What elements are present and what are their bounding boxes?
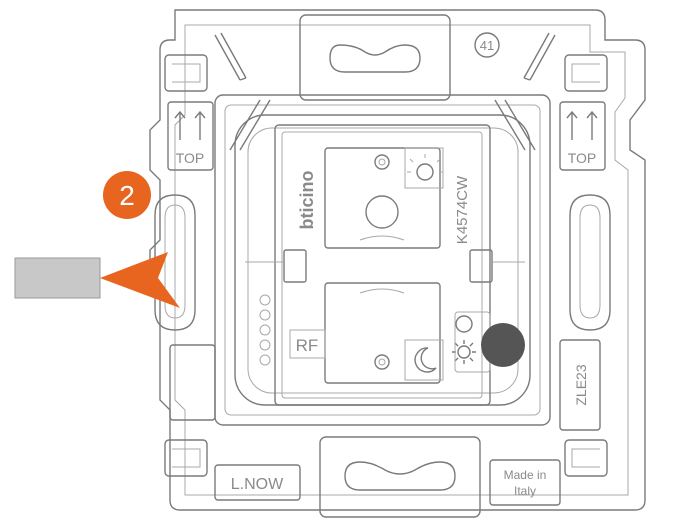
bottom-screw-slot bbox=[319, 436, 481, 518]
config-button-knob[interactable] bbox=[481, 323, 525, 367]
moon-icon bbox=[404, 339, 444, 381]
bottom-left-label-group: L.NOW bbox=[214, 464, 301, 501]
side-slots bbox=[154, 194, 611, 331]
led-indicator-icon bbox=[455, 315, 473, 333]
model-label: K4574CW bbox=[454, 175, 471, 244]
made-in-line1: Made in bbox=[504, 468, 547, 482]
gear-icon bbox=[452, 340, 476, 364]
top-screw-slot: 41 bbox=[299, 14, 500, 101]
upper-button bbox=[324, 147, 441, 249]
side-code-label: ZLE23 bbox=[573, 364, 589, 405]
side-code-group: ZLE23 bbox=[559, 339, 601, 431]
top-label-right-group: TOP bbox=[559, 101, 606, 171]
top-label-right: TOP bbox=[568, 150, 597, 166]
rf-label: RF bbox=[296, 336, 319, 355]
rf-group: RF bbox=[289, 329, 326, 359]
step-number: 2 bbox=[119, 180, 135, 211]
brand-label: bticino bbox=[297, 171, 317, 230]
sun-icon bbox=[404, 147, 444, 189]
mechanism-body bbox=[214, 94, 551, 426]
top-label-left-group: TOP bbox=[167, 101, 214, 171]
circle-number: 41 bbox=[480, 38, 494, 53]
left-lower-block bbox=[169, 344, 216, 421]
top-label-left: TOP bbox=[176, 150, 205, 166]
step-badge-circle bbox=[103, 171, 151, 219]
made-in-italy-group: Made in Italy bbox=[489, 459, 561, 506]
insert-arrow-icon bbox=[100, 252, 180, 308]
bottom-left-label: L.NOW bbox=[231, 476, 284, 493]
lower-button bbox=[324, 282, 441, 384]
label-insert-box[interactable] bbox=[14, 257, 101, 299]
made-in-line2: Italy bbox=[514, 484, 536, 498]
step-badge: 2 bbox=[103, 171, 151, 219]
corner-clips bbox=[164, 54, 608, 477]
release-tabs bbox=[214, 32, 556, 81]
support-frame bbox=[149, 9, 646, 511]
